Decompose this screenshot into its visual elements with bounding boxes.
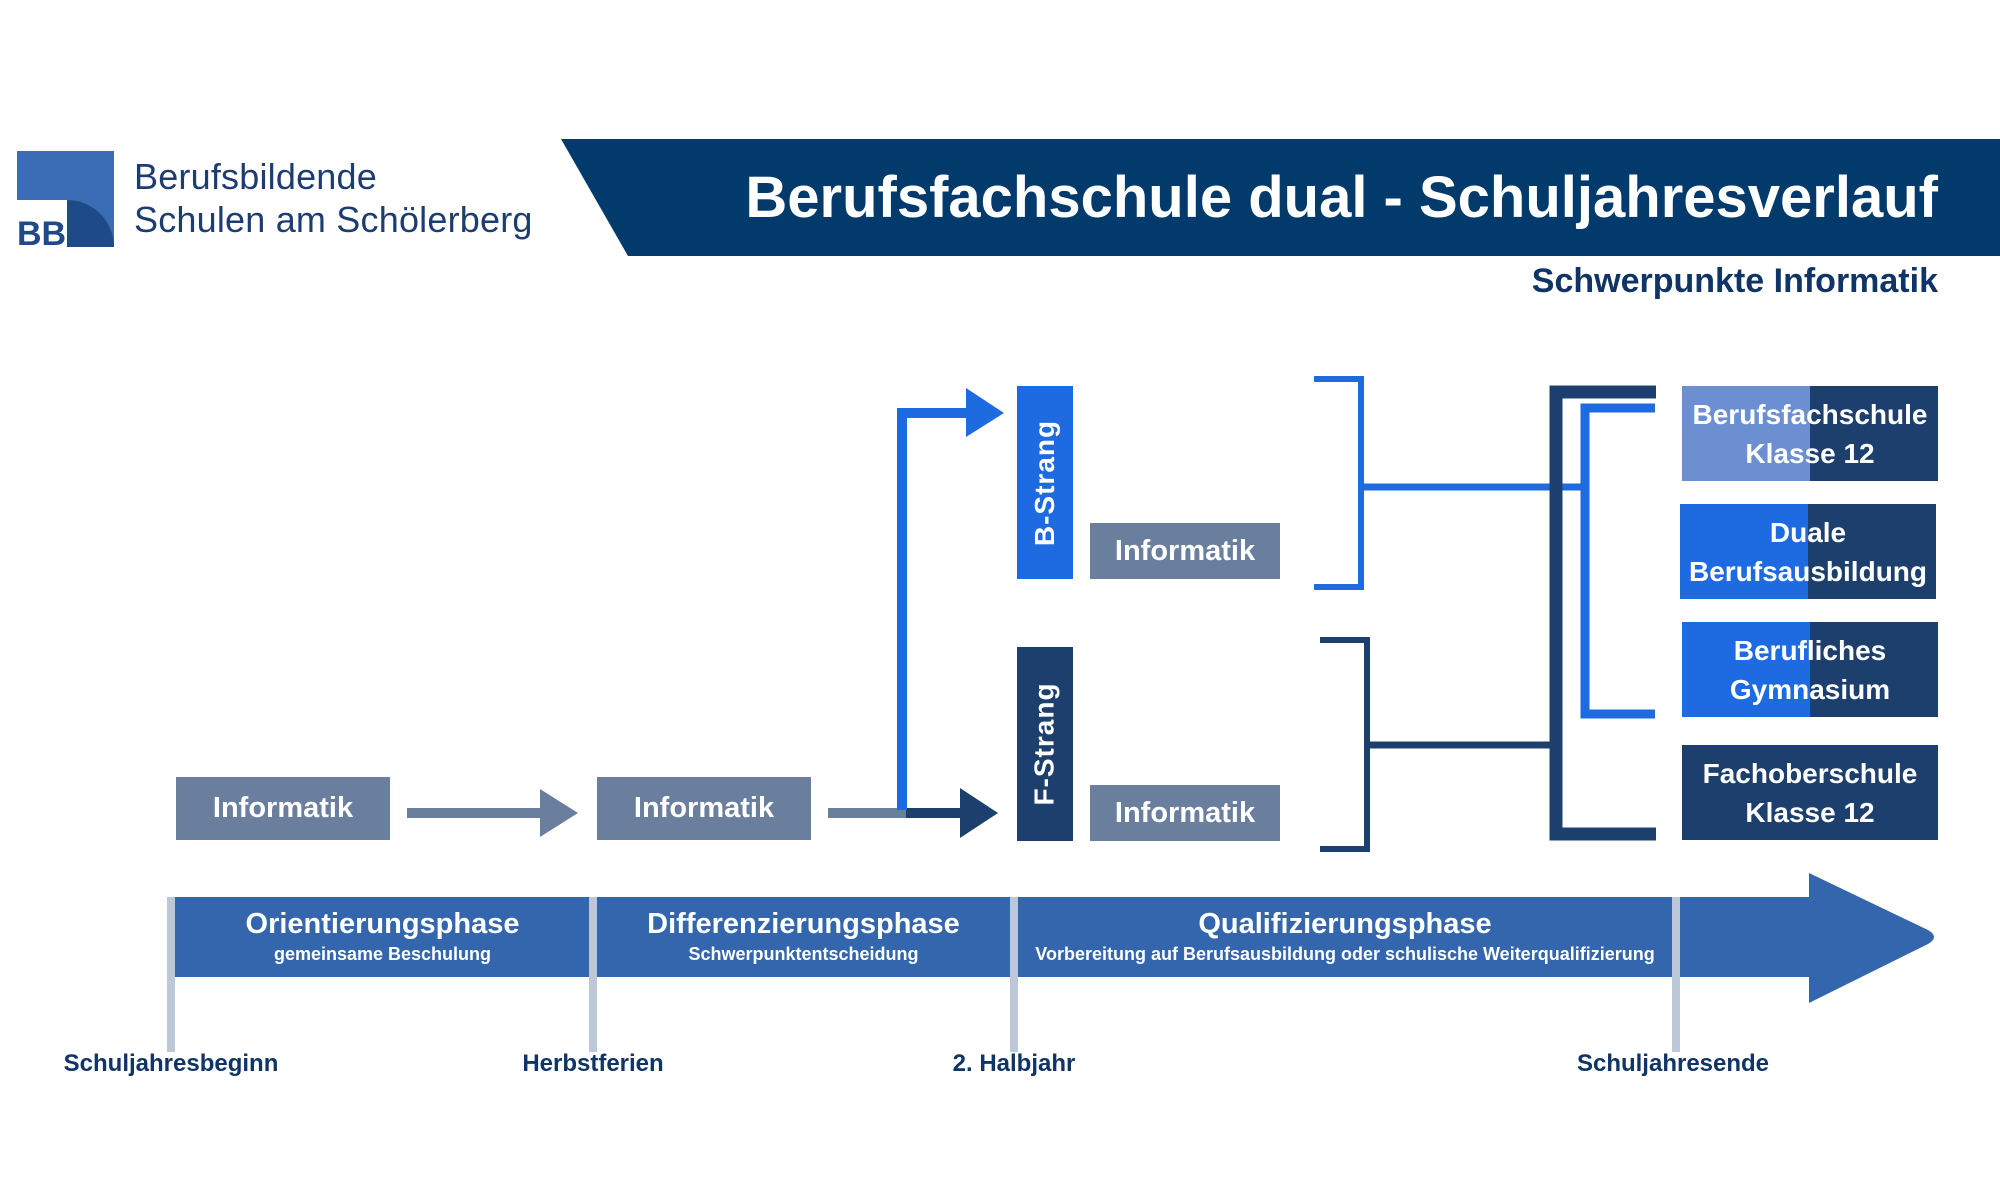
b-strand-label: B-Strang — [1029, 419, 1061, 546]
phase-title: Qualifizierungsphase — [1198, 908, 1492, 940]
b-strand-box: B-Strang — [1017, 386, 1073, 579]
arrow-head-f-strand — [960, 788, 998, 838]
arrow-shaft-f-strand — [906, 808, 964, 818]
destination-line2: Klasse 12 — [1745, 437, 1875, 469]
logo-line1: Berufsbildende — [134, 156, 377, 197]
arrow-shaft-b-strand — [897, 408, 969, 418]
timeline-bar — [170, 897, 1810, 977]
page-title: Berufsfachschule dual - Schuljahresverla… — [745, 165, 1938, 230]
destination-line2: Berufsausbildung — [1688, 555, 1927, 587]
destination-line1: Fachoberschule — [1702, 757, 1918, 789]
logo-cutout — [17, 200, 67, 247]
destination-duale-berufsausbildung: Duale Berufsausbildung — [1680, 504, 1936, 599]
bracket-f-destinations — [1549, 385, 1656, 841]
phase-differenzierung: Differenzierungsphase Schwerpunktentsche… — [597, 897, 1010, 977]
destination-line2: Gymnasium — [1729, 673, 1891, 705]
bracket-b-strand — [1314, 376, 1364, 590]
destination-fachoberschule-12: Fachoberschule Klasse 12 — [1682, 745, 1938, 840]
b-strand-subject: Informatik — [1114, 534, 1256, 567]
b-strand-subject-box: Informatik — [1090, 523, 1280, 579]
bracket-b-destinations — [1580, 403, 1655, 719]
destination-line1: Duale — [1769, 516, 1847, 548]
header-banner-shape — [561, 139, 2000, 256]
header-banner — [561, 139, 2000, 256]
phase-qualifizierung: Qualifizierungsphase Vorbereitung auf Be… — [1018, 897, 1672, 977]
milestone-schuljahresende: Schuljahresende — [1576, 1050, 1770, 1077]
phase-title: Differenzierungsphase — [647, 908, 960, 940]
f-strand-subject: Informatik — [1114, 796, 1256, 829]
destination-line1: Berufliches — [1733, 634, 1887, 666]
tick-schuljahresende — [1672, 897, 1680, 1052]
phase-title: Orientierungsphase — [245, 908, 520, 940]
f-strand-subject-box: Informatik — [1090, 785, 1280, 841]
arrow-shaft-stage2 — [828, 808, 908, 818]
phase-subtitle: gemeinsame Beschulung — [273, 944, 492, 964]
bbs-logo-mark: BBS — [17, 151, 114, 247]
page-subtitle: Schwerpunkte Informatik — [1531, 262, 1938, 300]
phase-orientierung: Orientierungsphase gemeinsame Beschulung — [176, 897, 589, 977]
stage1-informatik-box: Informatik — [176, 777, 390, 840]
arrow-head-stage1 — [540, 789, 578, 837]
milestone-halbjahr: 2. Halbjahr — [952, 1050, 1076, 1077]
destination-line1: Berufsfachschule — [1692, 398, 1928, 430]
connector-vertical-b-strand — [897, 408, 907, 810]
tick-herbstferien — [589, 897, 597, 1052]
stage2-label: Informatik — [633, 792, 775, 824]
logo-line2: Schulen am Schölerberg — [134, 199, 533, 240]
tick-halbjahr — [1010, 897, 1018, 1052]
timeline-arrow-head — [1809, 873, 1934, 1003]
arrow-head-b-strand — [966, 388, 1004, 437]
destination-line2: Klasse 12 — [1745, 796, 1875, 828]
arrow-shaft-stage1 — [407, 808, 542, 818]
logo-quarter-circle — [67, 200, 114, 247]
f-strand-label: F-Strang — [1029, 682, 1061, 806]
bracket-f-strand — [1320, 637, 1370, 852]
destination-berufsfachschule-12: Berufsfachschule Klasse 12 — [1682, 386, 1938, 481]
phase-subtitle: Vorbereitung auf Berufsausbildung oder s… — [1035, 944, 1655, 964]
tick-schuljahresbeginn — [167, 897, 175, 1052]
milestone-schuljahresbeginn: Schuljahresbeginn — [63, 1050, 279, 1077]
stage1-label: Informatik — [212, 792, 354, 824]
stage2-informatik-box: Informatik — [597, 777, 811, 840]
milestone-herbstferien: Herbstferien — [522, 1050, 664, 1077]
phase-subtitle: Schwerpunktentscheidung — [688, 944, 919, 964]
destination-berufliches-gymnasium: Berufliches Gymnasium — [1682, 622, 1938, 717]
logo-abbreviation: BBS — [17, 215, 89, 247]
f-strand-box: F-Strang — [1017, 647, 1073, 841]
